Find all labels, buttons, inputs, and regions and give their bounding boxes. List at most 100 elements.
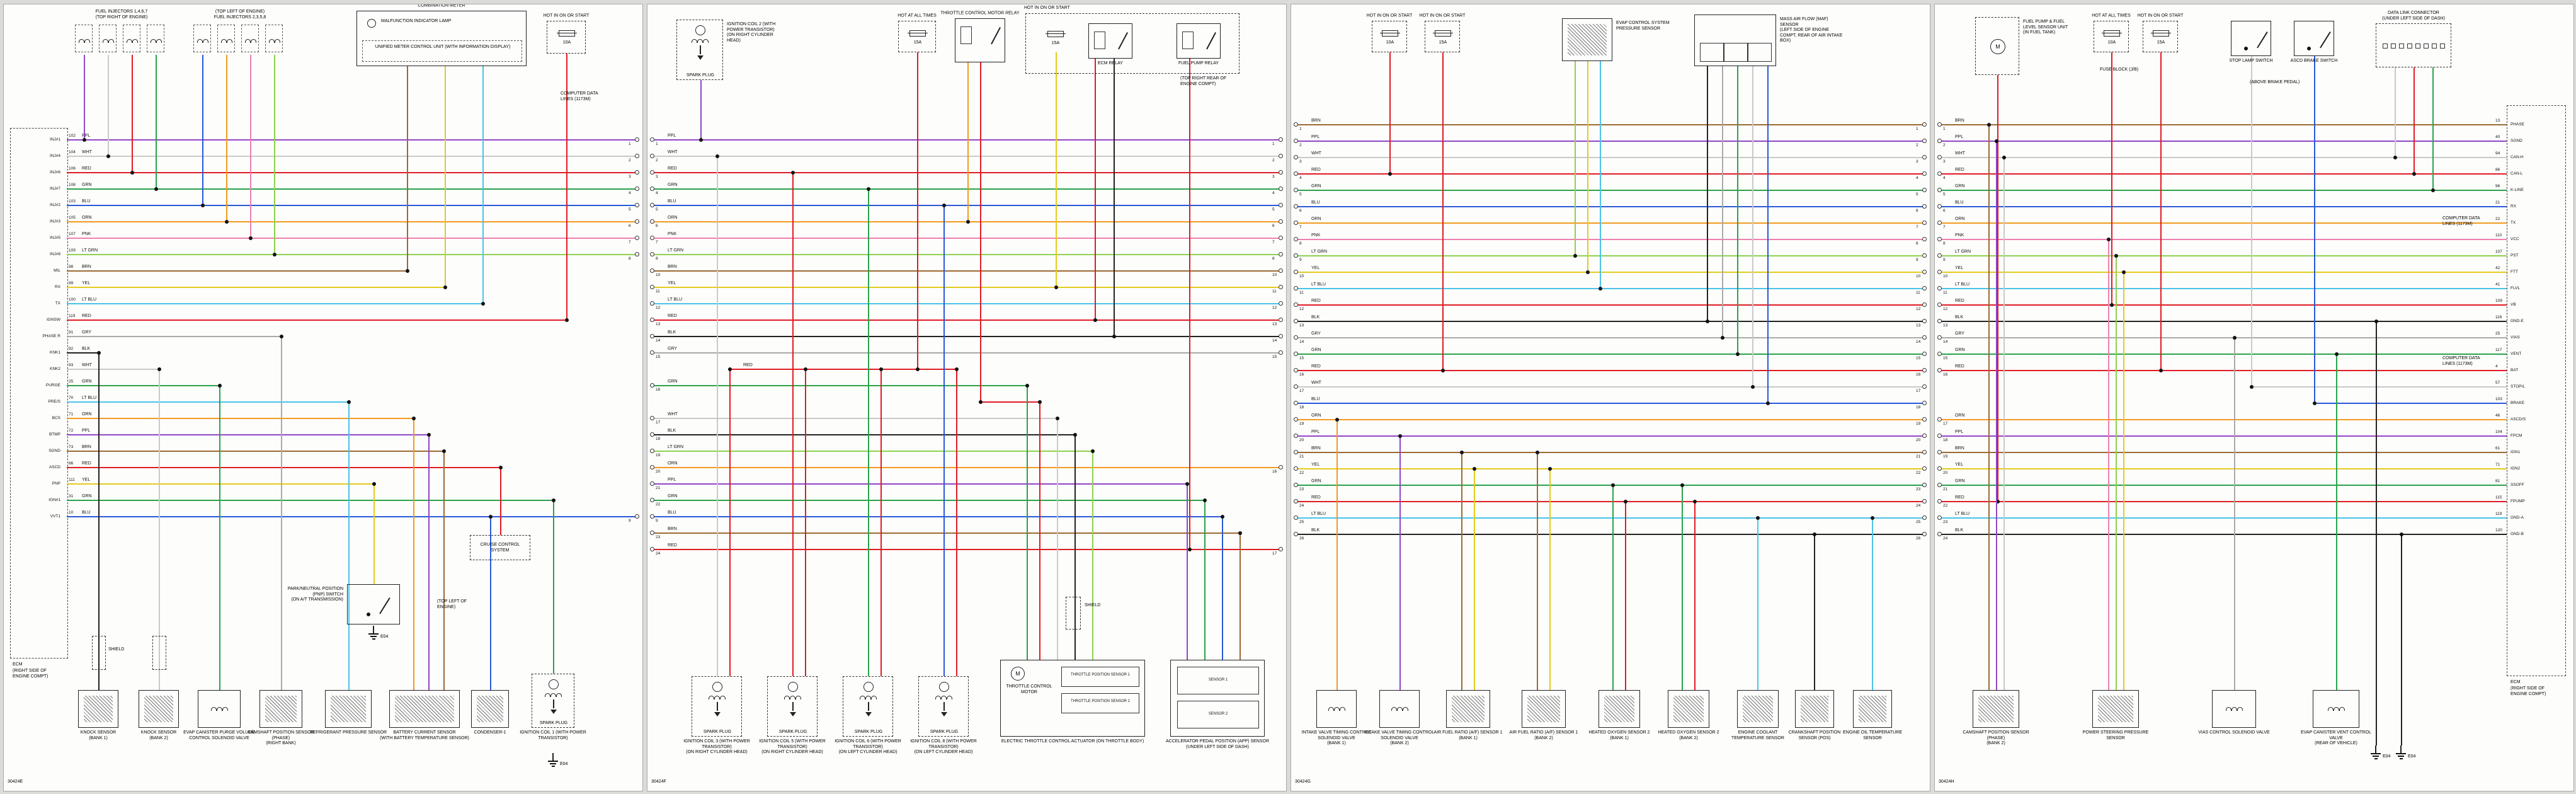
component-label: ASCD BRAKE SWITCH bbox=[2290, 59, 2338, 63]
wire-horizontal bbox=[67, 188, 637, 190]
coil-winding bbox=[211, 707, 217, 711]
component-label: FUEL INJECTORS 1,4,6,7 (TOP RIGHT OF ENG… bbox=[95, 9, 148, 20]
page-connector-icon bbox=[1922, 515, 1927, 520]
junction-dot bbox=[372, 482, 376, 486]
wire-vertical bbox=[553, 500, 554, 674]
ecm-pin-name: IGNSW bbox=[46, 318, 60, 322]
coil-winding bbox=[860, 696, 865, 699]
connector-number: 3 bbox=[1299, 159, 1302, 164]
wire-horizontal bbox=[653, 172, 1281, 173]
ecm-pin-number: 100 bbox=[69, 297, 76, 302]
coil-winding bbox=[245, 39, 251, 43]
wire-color-label: BLU bbox=[668, 510, 676, 515]
wire-color-label: BRN bbox=[1311, 118, 1321, 123]
component-intake-valve-timing-control-solenoid-valve bbox=[1316, 690, 1357, 728]
wire-horizontal bbox=[653, 434, 1076, 435]
ground-symbol-icon bbox=[2373, 756, 2379, 757]
ecm-pin-number: 105 bbox=[69, 216, 76, 220]
connector-number: 10 bbox=[1916, 274, 1921, 279]
wire-vertical bbox=[1988, 124, 1990, 690]
junction-dot bbox=[412, 417, 416, 420]
wire-horizontal bbox=[1940, 354, 2507, 355]
wire-horizontal bbox=[1296, 304, 1925, 306]
fuse-rating: 10A bbox=[1386, 40, 1394, 45]
connector-number: 25 bbox=[1916, 520, 1921, 524]
wire-color-label: LT GRN bbox=[668, 445, 684, 449]
throttle-position-sensor-2: THROTTLE POSITION SENSOR 2 bbox=[1061, 693, 1139, 713]
junction-dot bbox=[2431, 188, 2435, 192]
wire-color-label: BLU bbox=[1955, 200, 1964, 205]
page-connector-icon bbox=[1922, 319, 1927, 323]
switch-pole-icon bbox=[2307, 47, 2311, 50]
connector-number: 7 bbox=[656, 240, 658, 245]
ecm-connector bbox=[2507, 105, 2566, 676]
sensor-element-icon bbox=[395, 696, 454, 722]
ecm-pin-name: RX bbox=[2510, 204, 2517, 209]
junction-dot bbox=[1706, 319, 1709, 323]
relay-contact-icon bbox=[1118, 32, 1128, 50]
junction-dot bbox=[2393, 156, 2397, 159]
wire-horizontal bbox=[67, 172, 637, 173]
page-connector-icon bbox=[635, 236, 639, 240]
wire-vertical bbox=[202, 55, 203, 205]
wire-horizontal bbox=[653, 156, 1281, 157]
connector-number: 15 bbox=[1299, 356, 1304, 360]
maf-cell bbox=[1748, 43, 1772, 62]
diagram-note: COMPUTER DATA LINES (1173M) bbox=[2442, 216, 2480, 226]
component-label: IGNITION COIL 3 (WITH POWER TRANSISTOR) … bbox=[683, 739, 750, 754]
wire-horizontal bbox=[1296, 206, 1925, 207]
connector-number: 24 bbox=[656, 551, 661, 556]
fuel-injector bbox=[99, 25, 117, 52]
wire-horizontal bbox=[67, 483, 375, 485]
wire-horizontal bbox=[653, 500, 1205, 501]
sensor-element-icon bbox=[1859, 696, 1886, 722]
coil-winding bbox=[935, 696, 941, 699]
wire-vertical bbox=[2116, 255, 2117, 690]
ecm-pin-name: K-LINE bbox=[2510, 188, 2524, 192]
junction-dot bbox=[1188, 548, 1192, 551]
page-connector-icon bbox=[1937, 368, 1942, 372]
connector-number: 6 bbox=[629, 224, 631, 228]
ground-stub bbox=[2375, 745, 2376, 753]
coil-winding bbox=[692, 39, 697, 43]
connector-number: 11 bbox=[656, 289, 660, 294]
coil-lead bbox=[868, 702, 869, 711]
ecm-pin-number: 107 bbox=[2495, 250, 2502, 254]
wire-vertical bbox=[1074, 434, 1076, 660]
fuse-rating: 15A bbox=[2157, 40, 2165, 45]
wire-horizontal bbox=[1940, 288, 2507, 289]
ecm-pin-name: RX bbox=[54, 285, 60, 289]
wire-color-label: BRN bbox=[82, 445, 91, 449]
page-connector-icon bbox=[1937, 139, 1942, 143]
coil-winding bbox=[795, 696, 801, 699]
junction-dot bbox=[916, 367, 920, 371]
page-connector-icon bbox=[1937, 171, 1942, 176]
connector-number: 20 bbox=[1916, 438, 1921, 442]
component-label: IGNITION COIL 2 (WITH POWER TRANSISTOR) … bbox=[727, 22, 776, 43]
ground-label: E04 bbox=[560, 762, 568, 766]
page-connector-icon bbox=[1279, 203, 1283, 207]
page-connector-icon bbox=[1937, 237, 1942, 241]
page-connector-icon bbox=[1279, 187, 1283, 191]
ground-symbol-icon bbox=[372, 638, 375, 640]
dlc-pin bbox=[2399, 43, 2404, 49]
wire-vertical bbox=[2395, 67, 2396, 157]
wire-horizontal bbox=[1296, 485, 1925, 486]
wire-vertical bbox=[1442, 52, 1444, 370]
page-connector-icon bbox=[1922, 139, 1927, 143]
page-connector-icon bbox=[1294, 253, 1298, 258]
page-connector-icon bbox=[1937, 204, 1942, 209]
connector-number: 25 bbox=[1299, 520, 1304, 524]
wire-vertical bbox=[566, 54, 567, 319]
component-label: REFRIGERANT PRESSURE SENSOR bbox=[310, 730, 387, 735]
coil-lead bbox=[717, 702, 718, 711]
wire-horizontal bbox=[1296, 370, 1925, 371]
ecm-pin-number: 86 bbox=[2495, 168, 2500, 172]
junction-dot bbox=[2002, 156, 2006, 159]
connector-number: 19 bbox=[1916, 422, 1921, 426]
component-label: EVAP CANISTER PURGE VOLUME CONTROL SOLEN… bbox=[183, 730, 255, 740]
page-connector-icon bbox=[635, 187, 639, 191]
connector-number: 15 bbox=[1272, 355, 1277, 359]
wire-vertical bbox=[2234, 337, 2235, 690]
